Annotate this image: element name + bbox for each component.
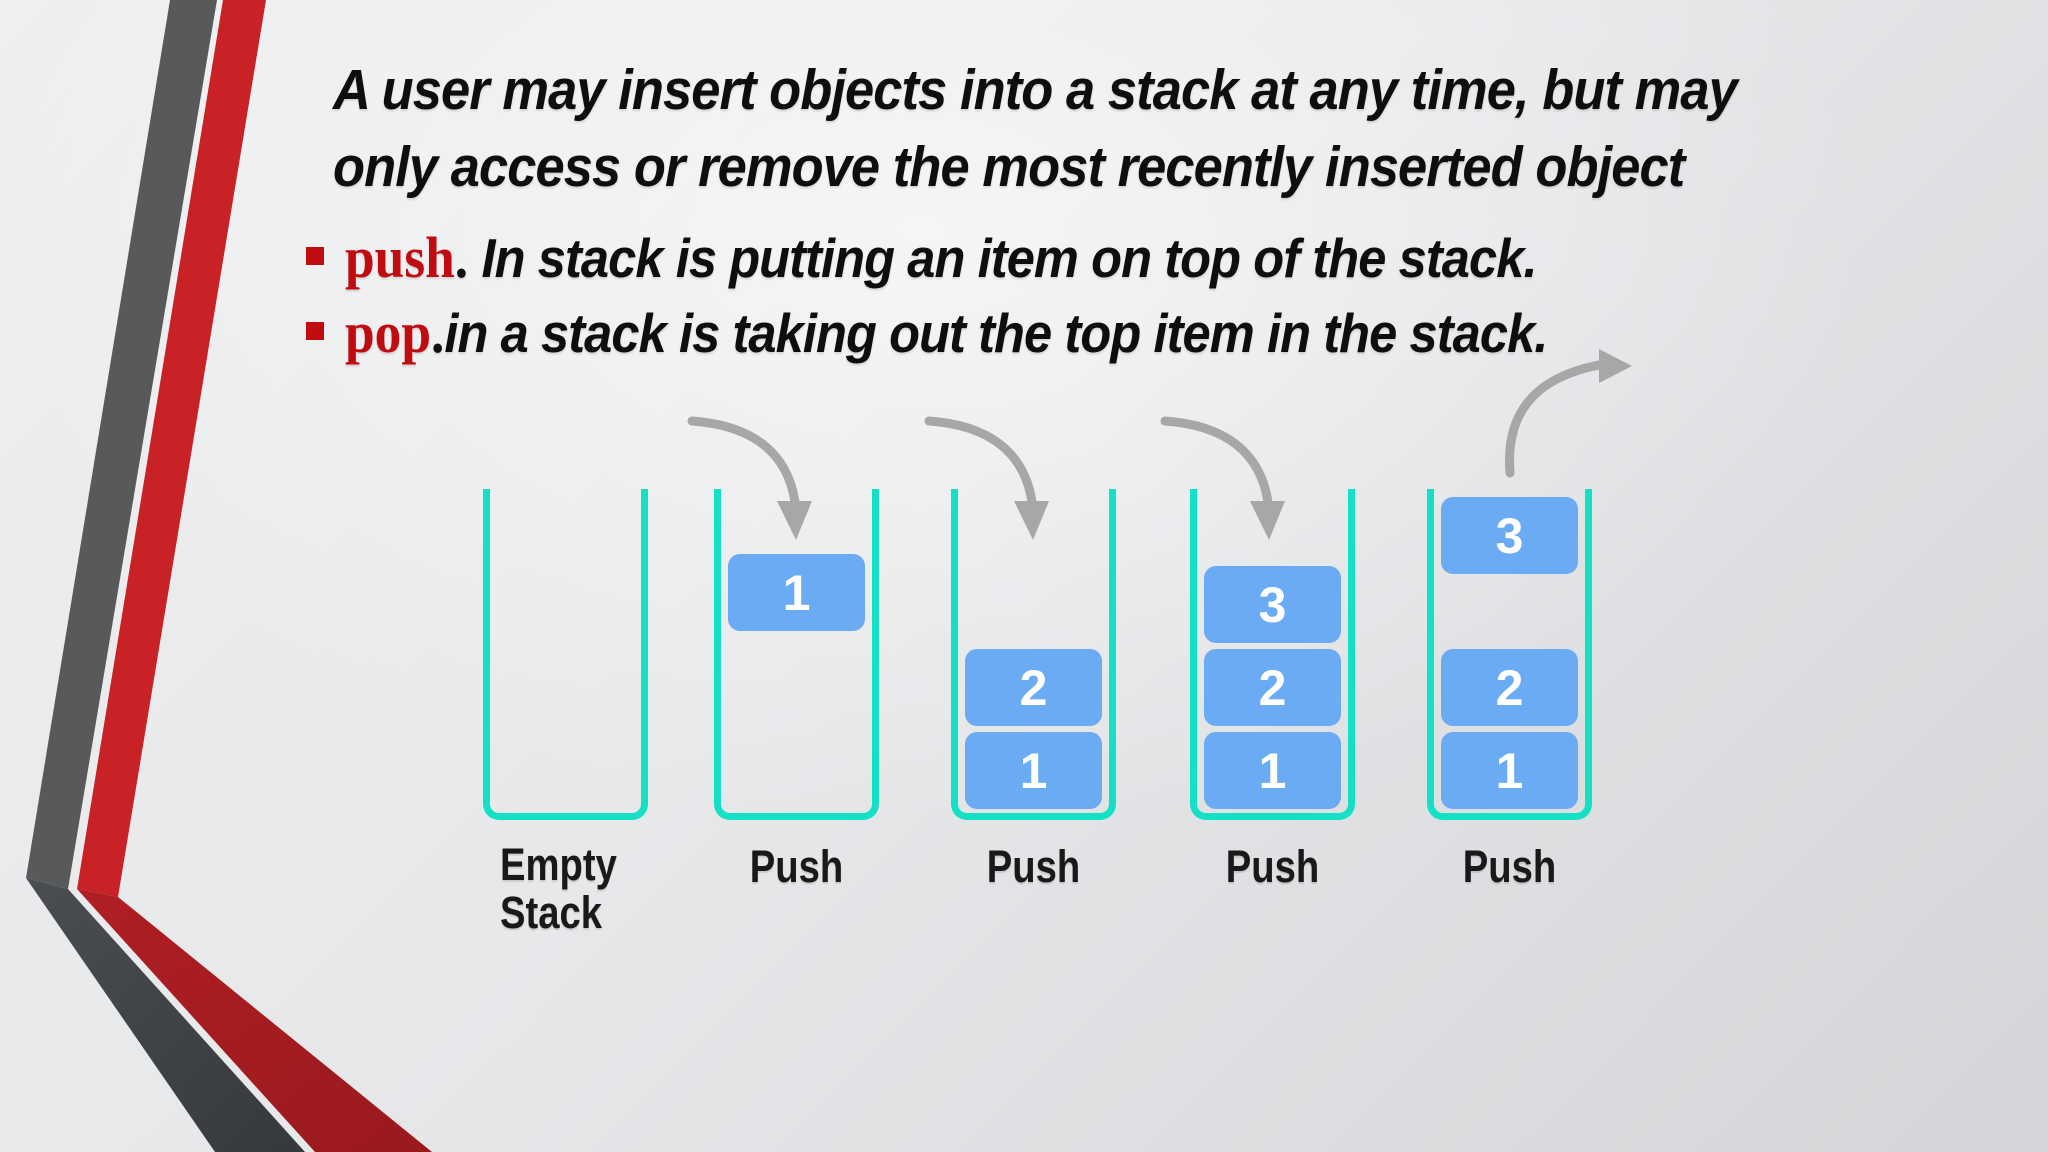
push-arrow-icon xyxy=(924,416,1037,507)
stack-push-1: 1 xyxy=(714,489,879,820)
label-push-3: Push xyxy=(1225,841,1320,892)
title-line-1: A user may insert objects into a stack a… xyxy=(333,58,1738,122)
stack-item-popping: 3 xyxy=(1441,497,1578,574)
stack-item: 2 xyxy=(1204,649,1341,726)
stack-push-3: 3 2 1 xyxy=(1190,489,1355,820)
stack-item: 3 xyxy=(1204,566,1341,643)
stack-push-2: 2 1 xyxy=(951,489,1116,820)
stack-pop: 3 2 1 xyxy=(1427,489,1592,820)
ribbon-red-upper xyxy=(77,0,266,897)
label-push-2: Push xyxy=(986,841,1081,892)
ribbon-gray-upper xyxy=(26,0,217,889)
slide-title: A user may insert objects into a stack a… xyxy=(333,52,1738,206)
stack-item: 2 xyxy=(965,649,1102,726)
label-push-1: Push xyxy=(749,841,844,892)
label-empty-stack: Empty Stack xyxy=(500,841,617,937)
bullet-push-text: push. In stack is putting an item on top… xyxy=(345,225,1538,291)
ribbon-gray-lower xyxy=(26,878,305,1152)
bullet-pop-text: pop.in a stack is taking out the top ite… xyxy=(345,300,1548,366)
ribbon-accent xyxy=(26,0,432,1152)
ribbon-red-lower xyxy=(77,889,432,1152)
stack-empty xyxy=(483,489,648,820)
push-arrowhead-icon xyxy=(1014,501,1049,540)
push-arrowhead-icon xyxy=(1250,501,1285,540)
stack-item: 2 xyxy=(1441,649,1578,726)
bullet-pop-description: in a stack is taking out the top item in… xyxy=(444,302,1548,364)
keyword-pop: pop xyxy=(345,300,432,365)
pop-arrowhead-icon xyxy=(1599,349,1632,383)
bullet-pop: pop.in a stack is taking out the top ite… xyxy=(306,300,1652,366)
title-line-2: only access or remove the most recently … xyxy=(333,135,1685,199)
keyword-push: push xyxy=(345,225,455,290)
label-push-4: Push xyxy=(1462,841,1557,892)
push-arrowhead-icon xyxy=(777,501,812,540)
stack-item: 1 xyxy=(728,554,865,631)
bullet-square-icon xyxy=(306,247,324,265)
push-arrow-icon xyxy=(1160,416,1273,507)
bullet-push: push. In stack is putting an item on top… xyxy=(306,225,1640,291)
separator: . xyxy=(431,300,445,365)
stack-item: 1 xyxy=(965,732,1102,809)
push-arrow-icon xyxy=(687,416,800,507)
separator: . xyxy=(454,225,482,290)
bullet-square-icon xyxy=(306,322,324,340)
bullet-push-description: In stack is putting an item on top of th… xyxy=(481,227,1537,289)
label-empty-line2: Stack xyxy=(500,887,603,938)
label-empty-line1: Empty xyxy=(500,839,617,890)
stack-item: 1 xyxy=(1204,732,1341,809)
stack-item: 1 xyxy=(1441,732,1578,809)
pop-arrow-icon xyxy=(1505,360,1604,478)
